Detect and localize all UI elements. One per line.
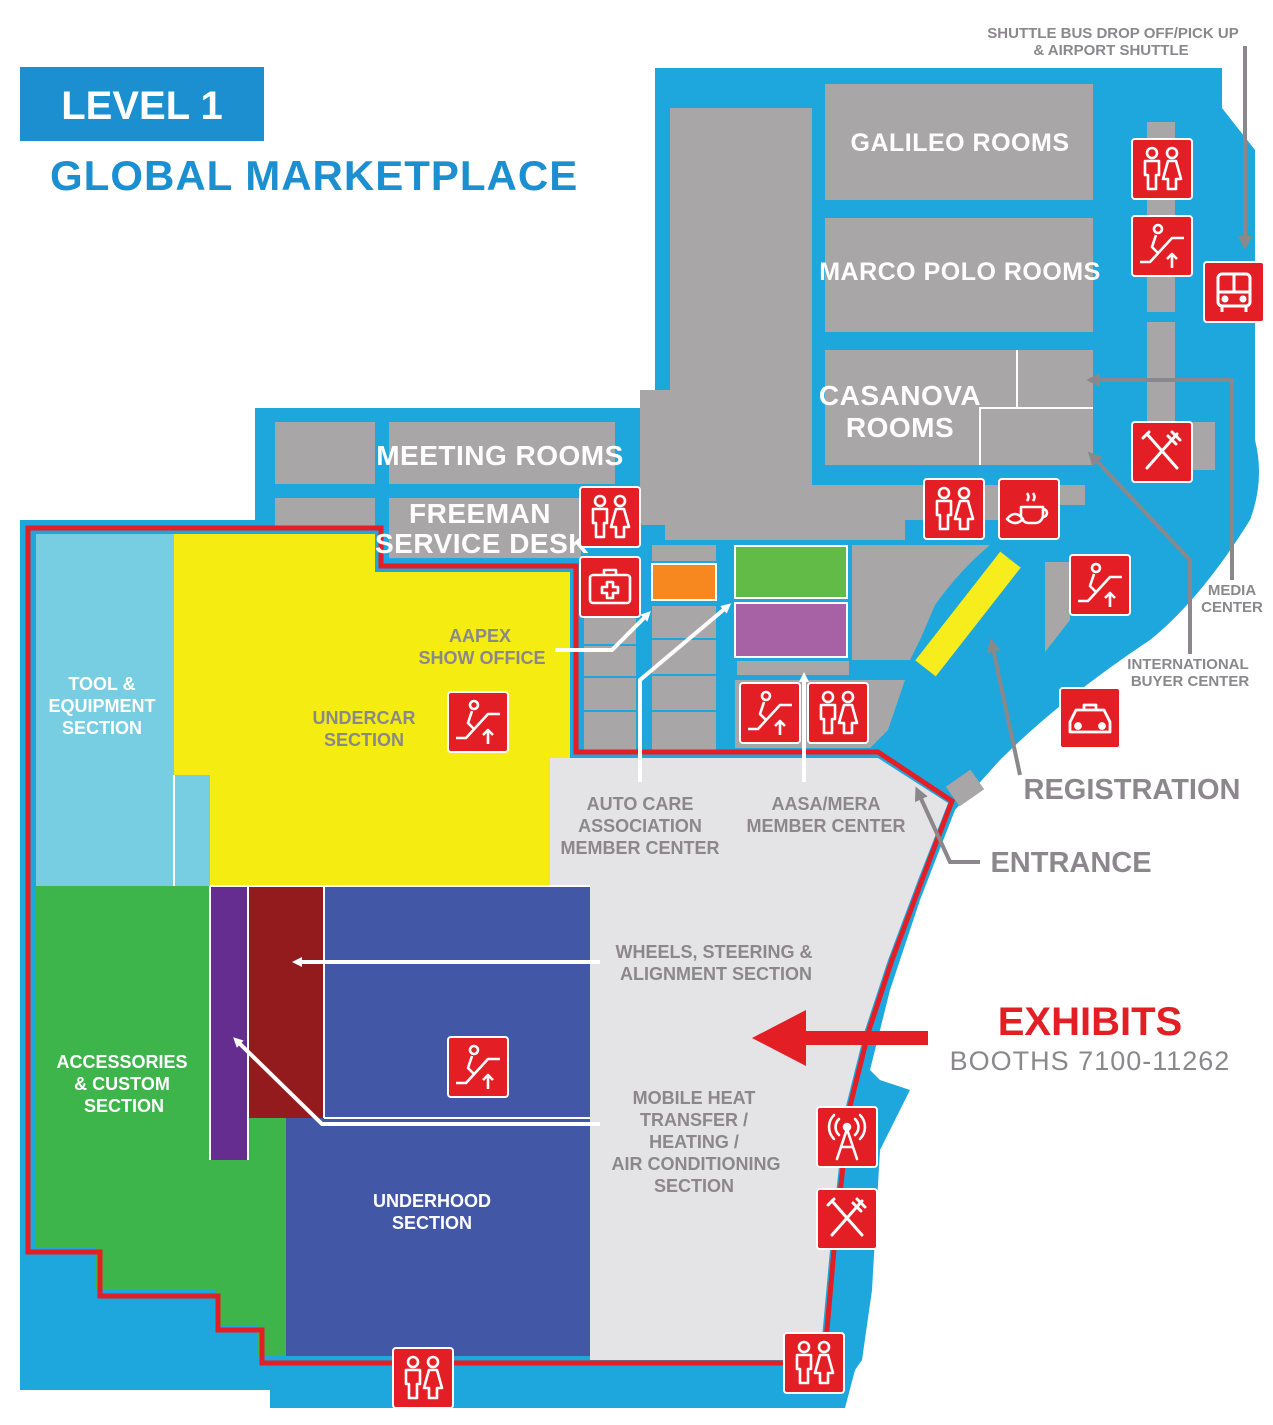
undercar-label-2: SECTION <box>324 730 404 750</box>
accessories-label-2: & CUSTOM <box>74 1074 170 1094</box>
wheels-label-2: ALIGNMENT SECTION <box>620 964 812 984</box>
tool-label-3: SECTION <box>62 718 142 738</box>
bus-icon <box>1203 261 1265 323</box>
mobile-label-4: AIR CONDITIONING <box>612 1154 781 1174</box>
media-label-2: CENTER <box>1201 599 1263 616</box>
mobile-label-3: HEATING / <box>649 1132 739 1152</box>
escalator-icon <box>1069 554 1131 616</box>
mobile-label-1: MOBILE HEAT <box>633 1088 756 1108</box>
room-small <box>275 498 375 528</box>
tool-label-1: TOOL & <box>68 674 135 694</box>
cafe-icon <box>998 478 1060 540</box>
exhibits-title: EXHIBITS <box>998 1000 1182 1044</box>
casanova-label-1: CASANOVA <box>819 380 981 411</box>
restroom-icon <box>579 486 641 548</box>
north-hall <box>640 108 1085 540</box>
tool-label-2: EQUIPMENT <box>48 696 155 716</box>
entrance-kiosk <box>945 769 985 807</box>
auto-care-member-center[interactable] <box>734 545 848 599</box>
exhibits-booths: BOOTHS 7100-11262 <box>950 1046 1231 1076</box>
shuttle-label-2: & AIRPORT SHUTTLE <box>1033 42 1188 59</box>
page-title: GLOBAL MARKETPLACE <box>50 152 578 199</box>
media-label-1: MEDIA <box>1208 582 1257 599</box>
restroom-icon <box>1131 138 1193 200</box>
freeman-label-1: FREEMAN <box>409 498 551 529</box>
autocare-label-3: MEMBER CENTER <box>560 838 719 858</box>
escalator-icon <box>1131 215 1193 277</box>
underhood-label-2: SECTION <box>392 1213 472 1233</box>
intl-label-1: INTERNATIONAL <box>1127 656 1248 673</box>
freeman-label-2: SERVICE DESK <box>375 528 589 559</box>
meeting-room-1 <box>275 422 375 484</box>
marco-polo-label: MARCO POLO ROOMS <box>819 258 1101 286</box>
galileo-label: GALILEO ROOMS <box>851 129 1070 157</box>
level-label: LEVEL 1 <box>61 84 223 128</box>
aapex-label-2: SHOW OFFICE <box>419 648 546 668</box>
entrance-label: ENTRANCE <box>990 847 1151 879</box>
aapex-label-1: AAPEX <box>449 626 511 646</box>
undercar-label-1: UNDERCAR <box>313 708 416 728</box>
mobile-label-2: TRANSFER / <box>640 1110 748 1130</box>
casanova-rooms <box>825 350 1093 465</box>
escalator-icon <box>739 682 801 744</box>
accessories-label-1: ACCESSORIES <box>56 1052 187 1072</box>
accessories-label-3: SECTION <box>84 1096 164 1116</box>
dining-icon <box>816 1188 878 1250</box>
aasa-mera-member-center[interactable] <box>734 602 848 658</box>
taxi-icon <box>1059 687 1121 749</box>
first-aid-icon <box>579 556 641 618</box>
mobile-heat-section <box>210 886 248 1160</box>
restroom-icon <box>807 682 869 744</box>
escalator-icon <box>447 691 509 753</box>
registration-label: REGISTRATION <box>1024 774 1241 806</box>
aasa-label-1: AASA/MERA <box>771 794 880 814</box>
marco-polo-rooms <box>825 218 1093 332</box>
restroom-icon <box>783 1332 845 1394</box>
aasa-label-2: MEMBER CENTER <box>746 816 905 836</box>
accessories-section <box>36 886 286 1356</box>
level-badge <box>20 67 264 141</box>
intl-label-2: BUYER CENTER <box>1131 673 1250 690</box>
wheels-section <box>248 886 324 1118</box>
meeting-rooms <box>389 422 615 484</box>
autocare-label-2: ASSOCIATION <box>578 816 702 836</box>
ne-block <box>852 545 990 660</box>
wifi-tower-icon <box>816 1106 878 1168</box>
triangle-block <box>1045 562 1070 652</box>
freeman-desk <box>389 498 581 558</box>
galileo-rooms <box>825 84 1093 200</box>
wheels-label-1: WHEELS, STEERING & <box>615 942 812 962</box>
aapex-show-office[interactable] <box>651 563 717 601</box>
gray-arrows <box>914 46 1252 864</box>
exhibit-hall-area <box>550 758 948 1360</box>
escalator-icon <box>447 1036 509 1098</box>
casanova-label-2: ROOMS <box>846 412 954 443</box>
meeting-rooms-label: MEETING ROOMS <box>376 440 624 471</box>
underhood-label-1: UNDERHOOD <box>373 1191 491 1211</box>
undercar-section <box>174 534 570 885</box>
underhood-section <box>286 886 590 1356</box>
registration-desk[interactable] <box>915 551 1021 677</box>
restroom-icon <box>392 1347 454 1409</box>
dining-icon <box>1131 421 1193 483</box>
mobile-label-5: SECTION <box>654 1176 734 1196</box>
restroom-icon <box>923 478 985 540</box>
pointer-arrows <box>233 603 809 1126</box>
exhibits-arrow <box>752 1010 928 1066</box>
autocare-label-1: AUTO CARE <box>587 794 694 814</box>
shuttle-label-1: SHUTTLE BUS DROP OFF/PICK UP <box>987 25 1238 42</box>
